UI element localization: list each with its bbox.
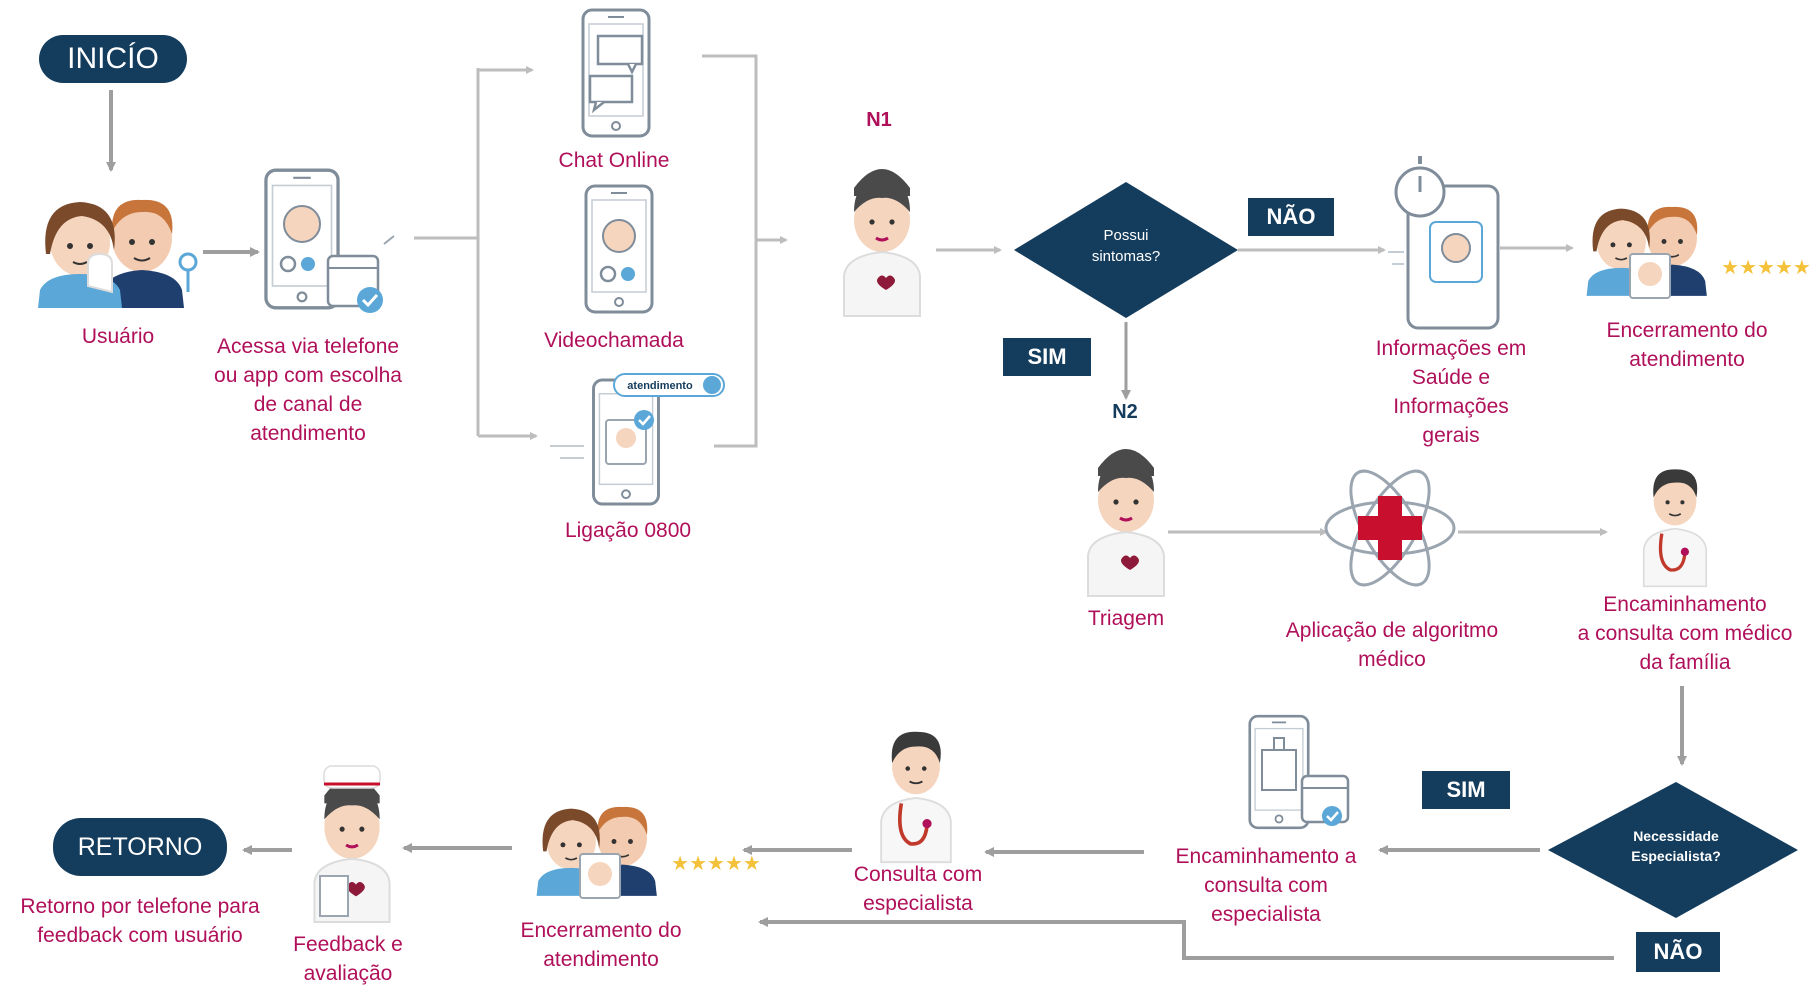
doctor-icon bbox=[879, 729, 953, 864]
start-node: INICÍO bbox=[39, 35, 187, 83]
label-feedback: Feedback e avaliação bbox=[293, 933, 403, 985]
family-rating-icon: ★★★★★ bbox=[535, 806, 761, 899]
label-chat: Chat Online bbox=[558, 149, 670, 172]
label-retorno: Retorno por telefone para feedback com u… bbox=[20, 895, 260, 947]
label-triagem: Triagem bbox=[1087, 607, 1165, 630]
tag-nao-sintomas: NÃO bbox=[1248, 198, 1334, 236]
users-icon bbox=[37, 198, 198, 309]
label-algoritmo: Aplicação de algoritmo médico bbox=[1285, 619, 1499, 671]
family-rating-icon: ★★★★★ bbox=[1585, 206, 1811, 299]
decision-sintomas-shape bbox=[1014, 182, 1238, 318]
label-encaminhamento-familia: Encaminhamento a consulta com médico da … bbox=[1577, 593, 1793, 674]
label-informacoes: Informações em Saúde e Informações gerai… bbox=[1375, 337, 1527, 447]
svg-text:★★★★★: ★★★★★ bbox=[671, 851, 761, 875]
medical-atom-icon bbox=[1324, 469, 1456, 587]
stopwatch-phone-icon bbox=[1388, 156, 1500, 330]
video-phone-icon bbox=[584, 184, 654, 314]
phone-calendar-icon bbox=[264, 168, 395, 313]
nurse-icon bbox=[1086, 447, 1166, 598]
label-acessa: Acessa via telefone ou app com escolha d… bbox=[214, 335, 402, 445]
decision-sintomas-label: Possui sintomas? bbox=[1091, 227, 1161, 265]
nurse-form-icon bbox=[312, 765, 392, 924]
chat-phone-icon bbox=[581, 8, 651, 138]
call-search-text: atendimento bbox=[627, 380, 693, 392]
label-video: Videochamada bbox=[544, 329, 684, 352]
label-n1: N1 bbox=[866, 109, 892, 131]
svg-text:★★★★★: ★★★★★ bbox=[1721, 255, 1811, 279]
call-phone-icon bbox=[550, 378, 661, 506]
nurse-icon bbox=[842, 167, 922, 318]
hospital-phone-icon bbox=[1248, 714, 1350, 830]
label-n2: N2 bbox=[1112, 401, 1138, 423]
decision-especialista-shape bbox=[1548, 782, 1798, 918]
search-icon bbox=[703, 376, 721, 394]
label-ligacao: Ligação 0800 bbox=[564, 519, 692, 542]
label-consulta-especialista: Consulta com especialista bbox=[853, 863, 983, 915]
tag-sim-sintomas: SIM bbox=[1003, 338, 1091, 376]
end-node: RETORNO bbox=[53, 818, 227, 876]
decision-especialista-label: Necessidade Especialista? bbox=[1631, 828, 1721, 864]
doctor-icon bbox=[1641, 467, 1709, 588]
tag-sim-especialista: SIM bbox=[1422, 771, 1510, 809]
label-encaminhamento-especialista: Encaminhamento a consulta com especialis… bbox=[1175, 845, 1357, 926]
label-encerramento-bottom: Encerramento do atendimento bbox=[520, 919, 682, 971]
tag-nao-especialista: NÃO bbox=[1636, 932, 1720, 972]
label-usuario: Usuário bbox=[81, 325, 155, 348]
label-encerramento-top: Encerramento do atendimento bbox=[1606, 319, 1768, 371]
